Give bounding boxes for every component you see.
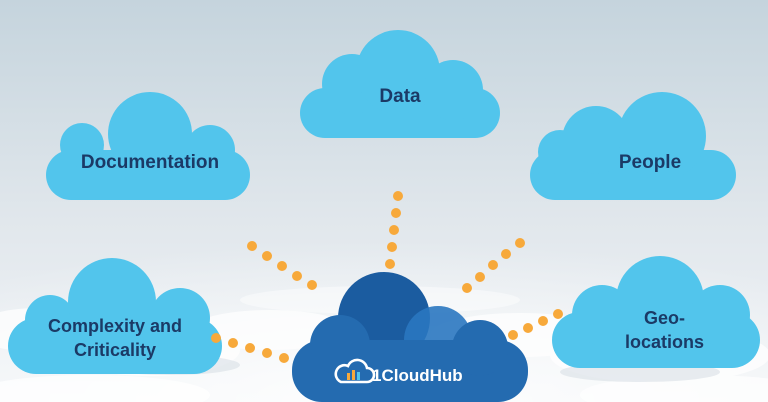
label-geo-line1: Geo- xyxy=(643,308,685,328)
label-documentation: Documentation xyxy=(80,152,220,173)
label-complexity-line2: Criticality xyxy=(73,340,157,361)
label-data: Data xyxy=(379,86,421,107)
cloud-geo-locations xyxy=(552,256,760,368)
label-complexity-line1: Complexity and xyxy=(47,316,183,336)
label-geo-line2: locations xyxy=(624,332,704,353)
central-brand-cloud xyxy=(292,272,528,402)
dots-to-complexity xyxy=(211,333,289,363)
cloud-documentation xyxy=(46,92,250,200)
connector-dots xyxy=(211,191,563,363)
cloud-people xyxy=(530,92,736,200)
label-geo-locations: Geo-locations xyxy=(582,306,747,355)
dots-to-people xyxy=(462,238,525,293)
brand-name: 1CloudHub xyxy=(372,366,463,385)
dots-to-documentation xyxy=(247,241,317,290)
cloud-complexity xyxy=(8,258,222,374)
label-people: People xyxy=(618,152,682,173)
cloud-logo-icon xyxy=(334,358,376,384)
cloud-data xyxy=(300,30,500,138)
dots-to-data xyxy=(385,191,403,269)
